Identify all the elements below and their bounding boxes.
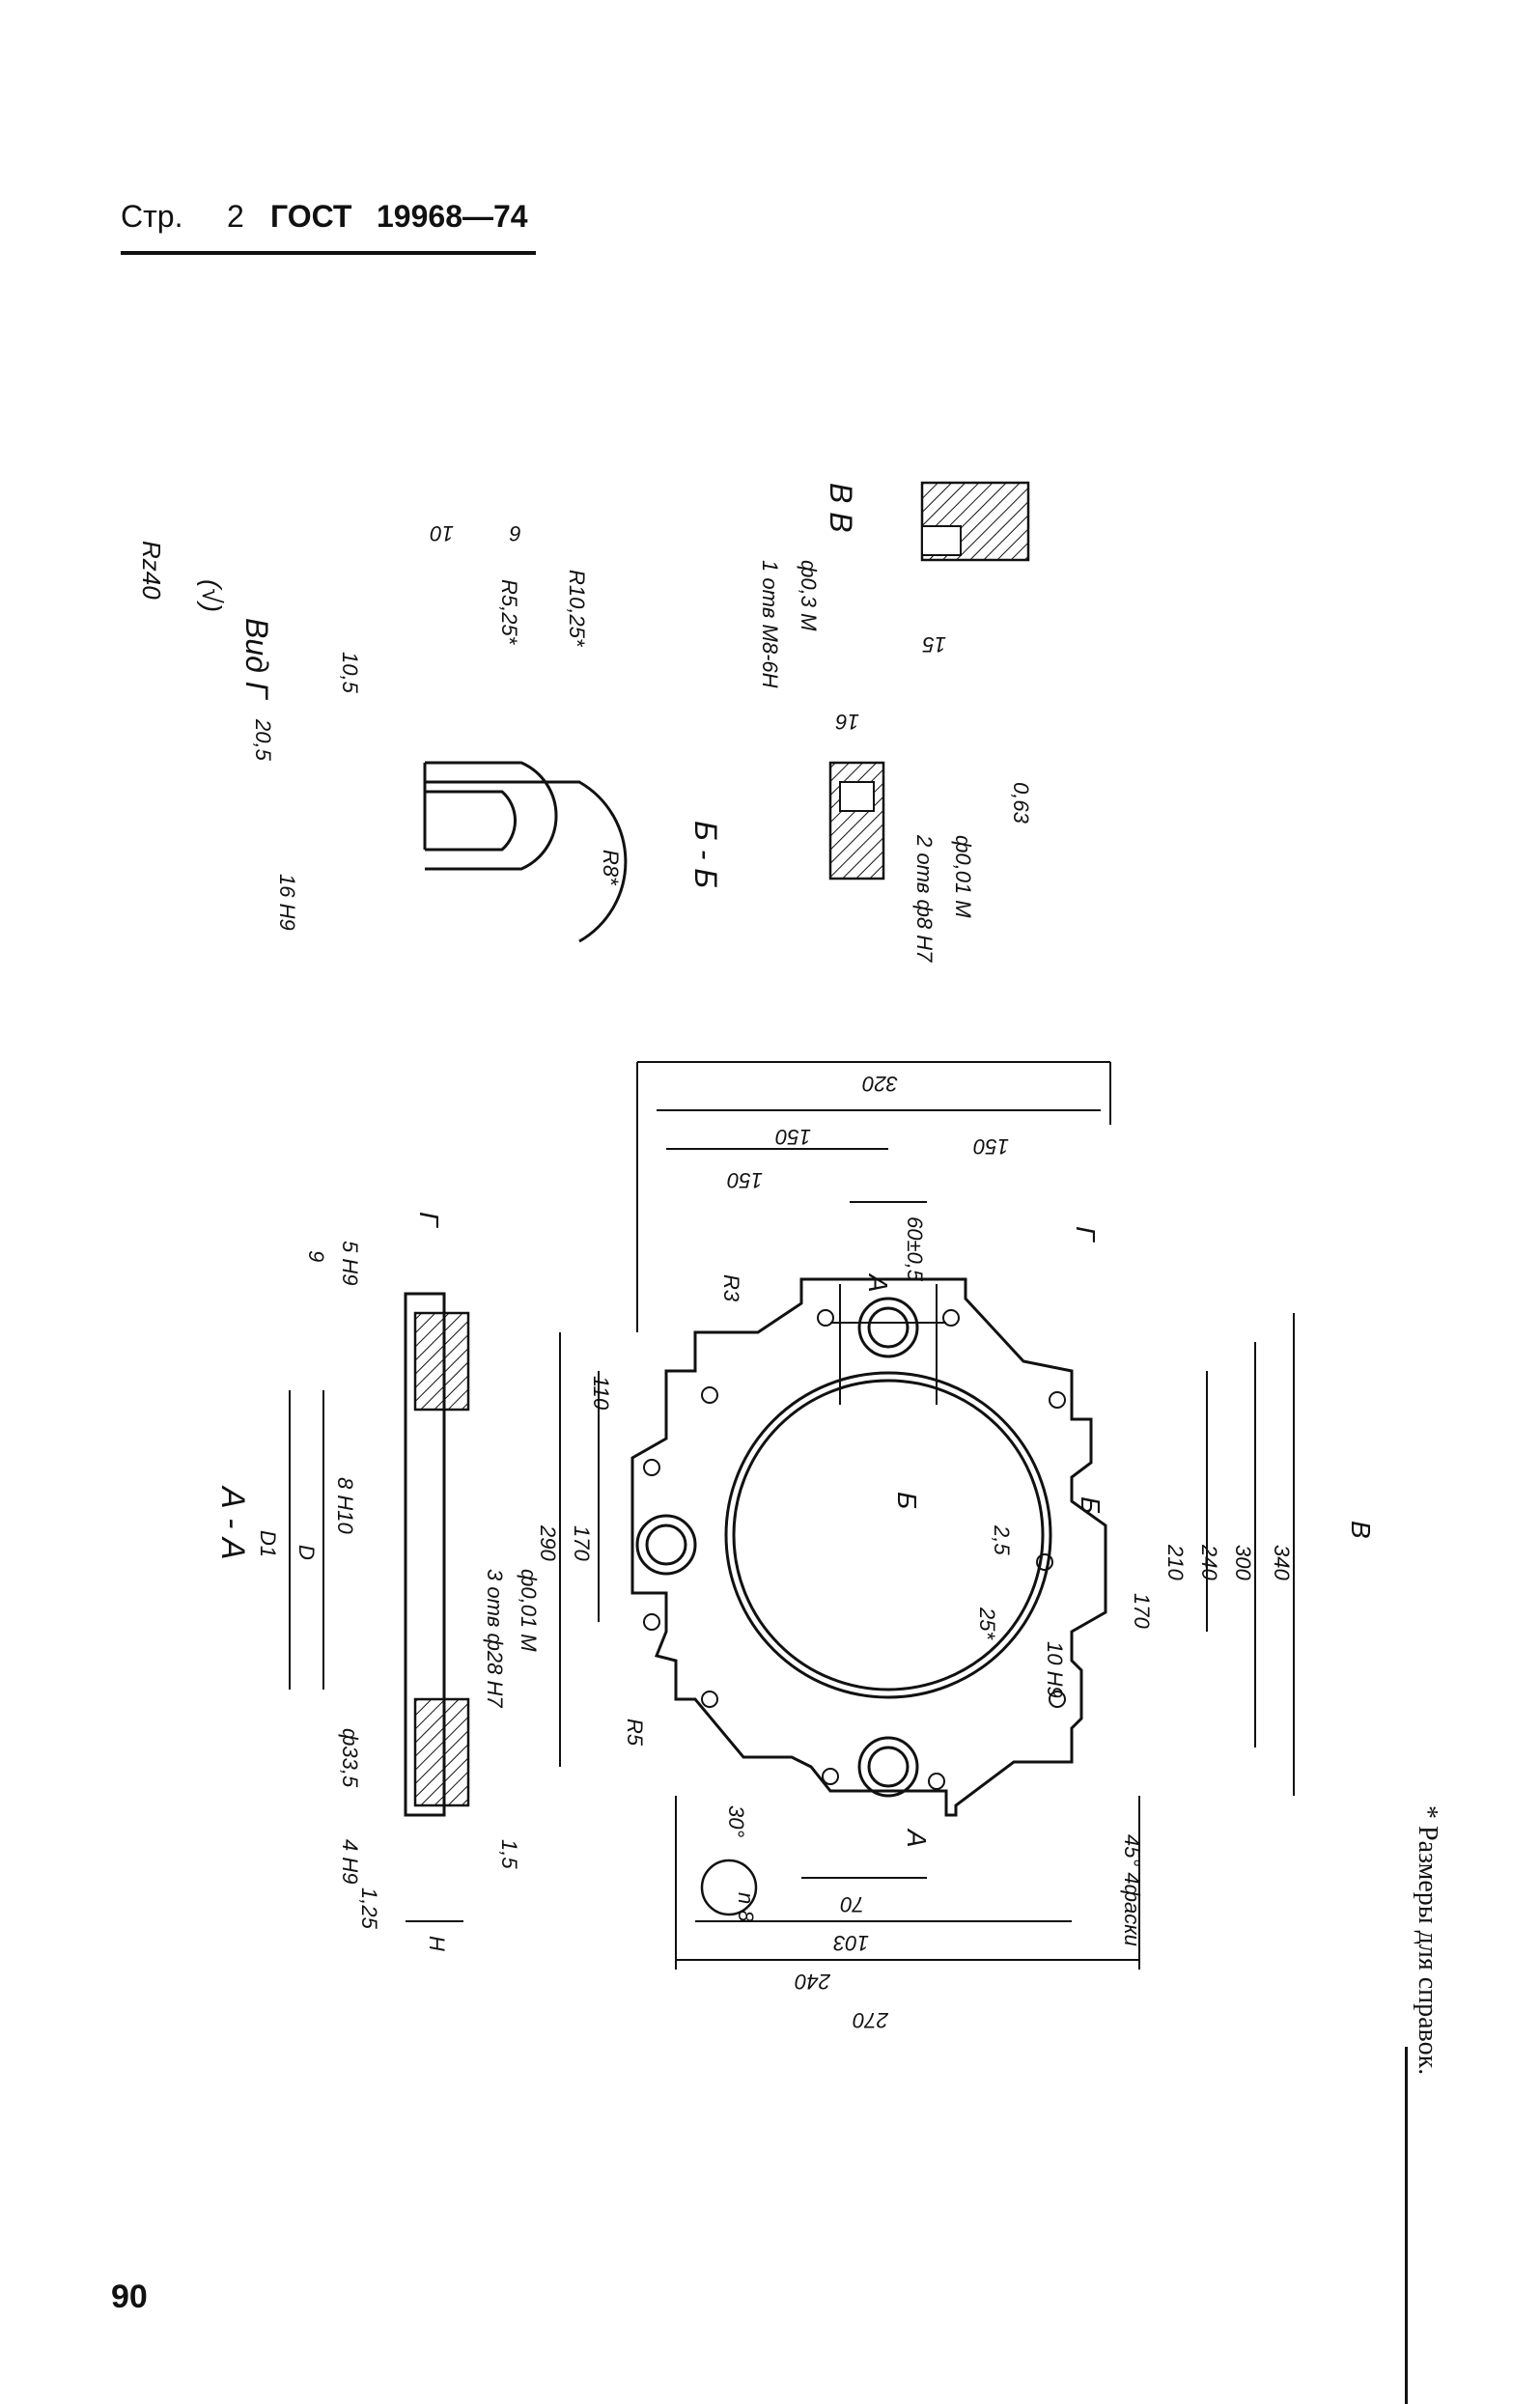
dim-30: 30° xyxy=(724,1805,748,1837)
view-g-labels: Вид Г Rz40 (√) 10 6 R5,25* R10,25* 10,5 … xyxy=(137,521,623,931)
dim-5h9: 5 H9 xyxy=(338,1241,362,1285)
main-dimension-labels: 320 150 150 150 60±0,5 110 290 170 10 H9… xyxy=(536,1072,1294,2032)
dim-r8: R8* xyxy=(599,850,623,886)
view-g xyxy=(423,761,628,943)
n8-callout-circle xyxy=(700,1859,758,1916)
marker-v: В xyxy=(1346,1521,1376,1539)
header-standard: ГОСТ xyxy=(270,199,352,234)
dim-270: 270 xyxy=(853,2008,889,2032)
dim-16h9: 16 H9 xyxy=(275,874,299,931)
dim-150-b: 150 xyxy=(973,1134,1009,1159)
central-bore-inner xyxy=(732,1379,1045,1691)
main-plate-view xyxy=(630,1277,1107,1817)
dim-10-5: 10,5 xyxy=(338,652,362,694)
dim-2-5: 2,5 xyxy=(990,1524,1014,1555)
dim-20-5: 20,5 xyxy=(251,718,275,762)
dim-170-a: 170 xyxy=(570,1525,594,1561)
dim-r5: R5 xyxy=(623,1719,647,1747)
title-section-aa: А - А xyxy=(214,1485,251,1560)
dim-103: 103 xyxy=(833,1931,869,1955)
footnote-text-svg: * Размеры для справок. xyxy=(1413,1805,1442,2075)
dim-9: 9 xyxy=(304,1250,328,1262)
roughness-paren: (√) xyxy=(197,579,227,612)
hole-left-inner xyxy=(645,1523,687,1566)
title-vid-g: Вид Г xyxy=(239,618,274,701)
title-section-bb: Б - Б xyxy=(688,821,723,888)
plate-outline xyxy=(630,1277,1107,1817)
title-section-vv: В В xyxy=(824,483,858,533)
section-vv xyxy=(920,481,1030,562)
section-aa-labels: А - А 9 5 H9 8 H10 D1 D ф33,5 4 H9 1,25 … xyxy=(214,1212,541,1951)
dim-H: H xyxy=(425,1936,449,1951)
dim-170-b: 170 xyxy=(1130,1593,1154,1629)
marker-b-center: Б xyxy=(892,1492,922,1509)
dim-10-vg: 10 xyxy=(430,521,454,545)
dim-D1: D1 xyxy=(256,1530,280,1557)
footnote-rule xyxy=(1405,2047,1408,2404)
section-bb xyxy=(828,761,885,881)
hole-bottom xyxy=(857,1736,919,1798)
callout-3-holes: 3 отв ф28 Н7 xyxy=(483,1569,507,1708)
marker-b-right: Б xyxy=(1076,1496,1106,1514)
dim-240: 240 xyxy=(795,1970,831,1994)
central-bore xyxy=(724,1371,1052,1699)
dim-300: 300 xyxy=(1231,1545,1255,1580)
section-aa xyxy=(289,1292,470,1922)
footnote-text: * Размеры для справок. xyxy=(1413,1805,1442,2075)
header-prefix: Стр. xyxy=(121,199,183,234)
dim-70: 70 xyxy=(840,1892,864,1916)
dim-320: 320 xyxy=(862,1072,898,1096)
dim-r5-25: R5,25* xyxy=(497,579,521,646)
marker-g-side: Г xyxy=(414,1212,444,1228)
dim-rj: R3 xyxy=(719,1274,743,1302)
dim-10h9: 10 H9 xyxy=(1043,1641,1067,1698)
footnote: * Размеры для справок. xyxy=(1410,1805,1448,2269)
section-vv-labels: В В 15 xyxy=(824,483,946,657)
page-number: 90 xyxy=(111,2278,148,2315)
roughness-main: Rz40 xyxy=(137,541,166,600)
dim-210: 210 xyxy=(1163,1544,1188,1580)
dim-110: 110 xyxy=(589,1376,613,1411)
dim-8h10: 8 H10 xyxy=(333,1477,357,1534)
dim-240-b: 240 xyxy=(1197,1544,1221,1580)
marker-a-bottom: А xyxy=(902,1828,932,1848)
page-header: Стр. 2 ГОСТ 19968—74 xyxy=(121,193,536,255)
tolerance-3-holes: ф0,01 М xyxy=(517,1569,541,1652)
dim-D: D xyxy=(294,1545,319,1560)
callout-m8: 1 отв М8-6Н xyxy=(758,560,782,688)
dim-290: 290 xyxy=(536,1524,560,1561)
tolerance-2-holes: ф0,01 М xyxy=(951,835,975,918)
header-number: 19968—74 xyxy=(377,199,528,234)
dim-r10-25: R10,25* xyxy=(565,570,589,648)
header-page: 2 xyxy=(227,199,244,234)
dim-60: 60±0,5 xyxy=(903,1216,927,1282)
dim-150-c: 150 xyxy=(727,1168,763,1192)
section-bb-labels: Б - Б 1 отв М8-6Н ф0,3 М 16 2 отв ф8 Н7 … xyxy=(688,560,1033,963)
tolerance-m8: ф0,3 М xyxy=(797,560,821,631)
roughness-063: 0,63 xyxy=(1009,782,1033,825)
dim-16: 16 xyxy=(835,710,859,734)
dim-33-5: ф33,5 xyxy=(338,1728,362,1788)
hole-top xyxy=(857,1297,919,1358)
dim-25: 25* xyxy=(975,1607,999,1640)
marker-g: Г xyxy=(1071,1226,1101,1243)
dim-15-vv: 15 xyxy=(922,632,946,657)
callout-2-holes: 2 отв ф8 Н7 xyxy=(912,834,937,963)
dim-1-5: 1,5 xyxy=(497,1839,521,1869)
dim-4h9: 4 H9 xyxy=(338,1839,362,1884)
marker-a-top: А xyxy=(863,1272,893,1293)
hole-top-inner xyxy=(867,1306,910,1349)
dim-chamfer: 45° 4фаски xyxy=(1120,1834,1144,1946)
main-dimension-lines xyxy=(559,1061,1295,1970)
dim-6: 6 xyxy=(509,521,521,545)
section-markers: А А Г Б Б В xyxy=(863,1226,1376,1848)
hole-bottom-inner xyxy=(867,1746,910,1788)
dim-340: 340 xyxy=(1270,1545,1294,1580)
dim-1-25: 1,25 xyxy=(357,1887,381,1930)
dim-150-a: 150 xyxy=(775,1125,811,1149)
hole-left xyxy=(635,1514,697,1576)
